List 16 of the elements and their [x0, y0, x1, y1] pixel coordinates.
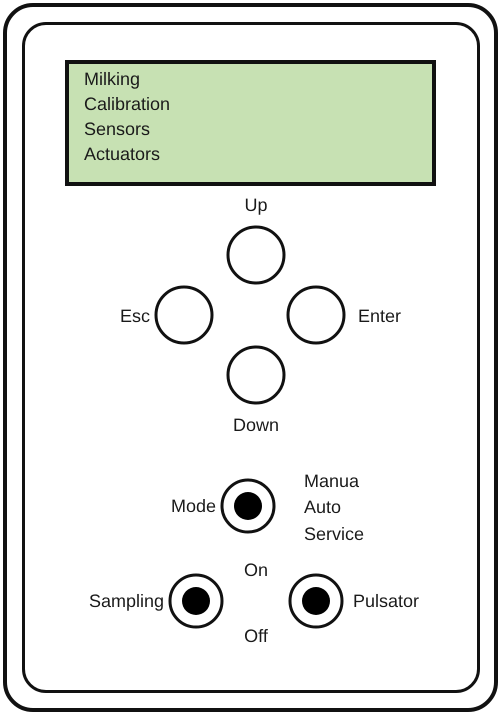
menu-item: Milking	[84, 68, 140, 91]
button-label: Sampling	[88, 592, 164, 610]
button-label: Esc	[120, 307, 150, 325]
mode-option-label: Manua	[304, 472, 360, 490]
menu-item: Calibration	[84, 93, 170, 116]
menu-item: Sensors	[84, 118, 150, 141]
menu-item: Actuators	[84, 143, 160, 166]
button-label: Enter	[358, 307, 402, 325]
button-label: Down	[232, 416, 280, 434]
mode-option-label: Service	[304, 525, 364, 543]
button-label: Pulsator	[353, 592, 420, 610]
switch-position-label: Off	[244, 627, 268, 645]
button-label: Mode	[170, 497, 216, 515]
switch-position-label: On	[244, 561, 268, 579]
button-label: Up	[244, 196, 268, 214]
mode-option-label: Auto	[304, 498, 342, 516]
